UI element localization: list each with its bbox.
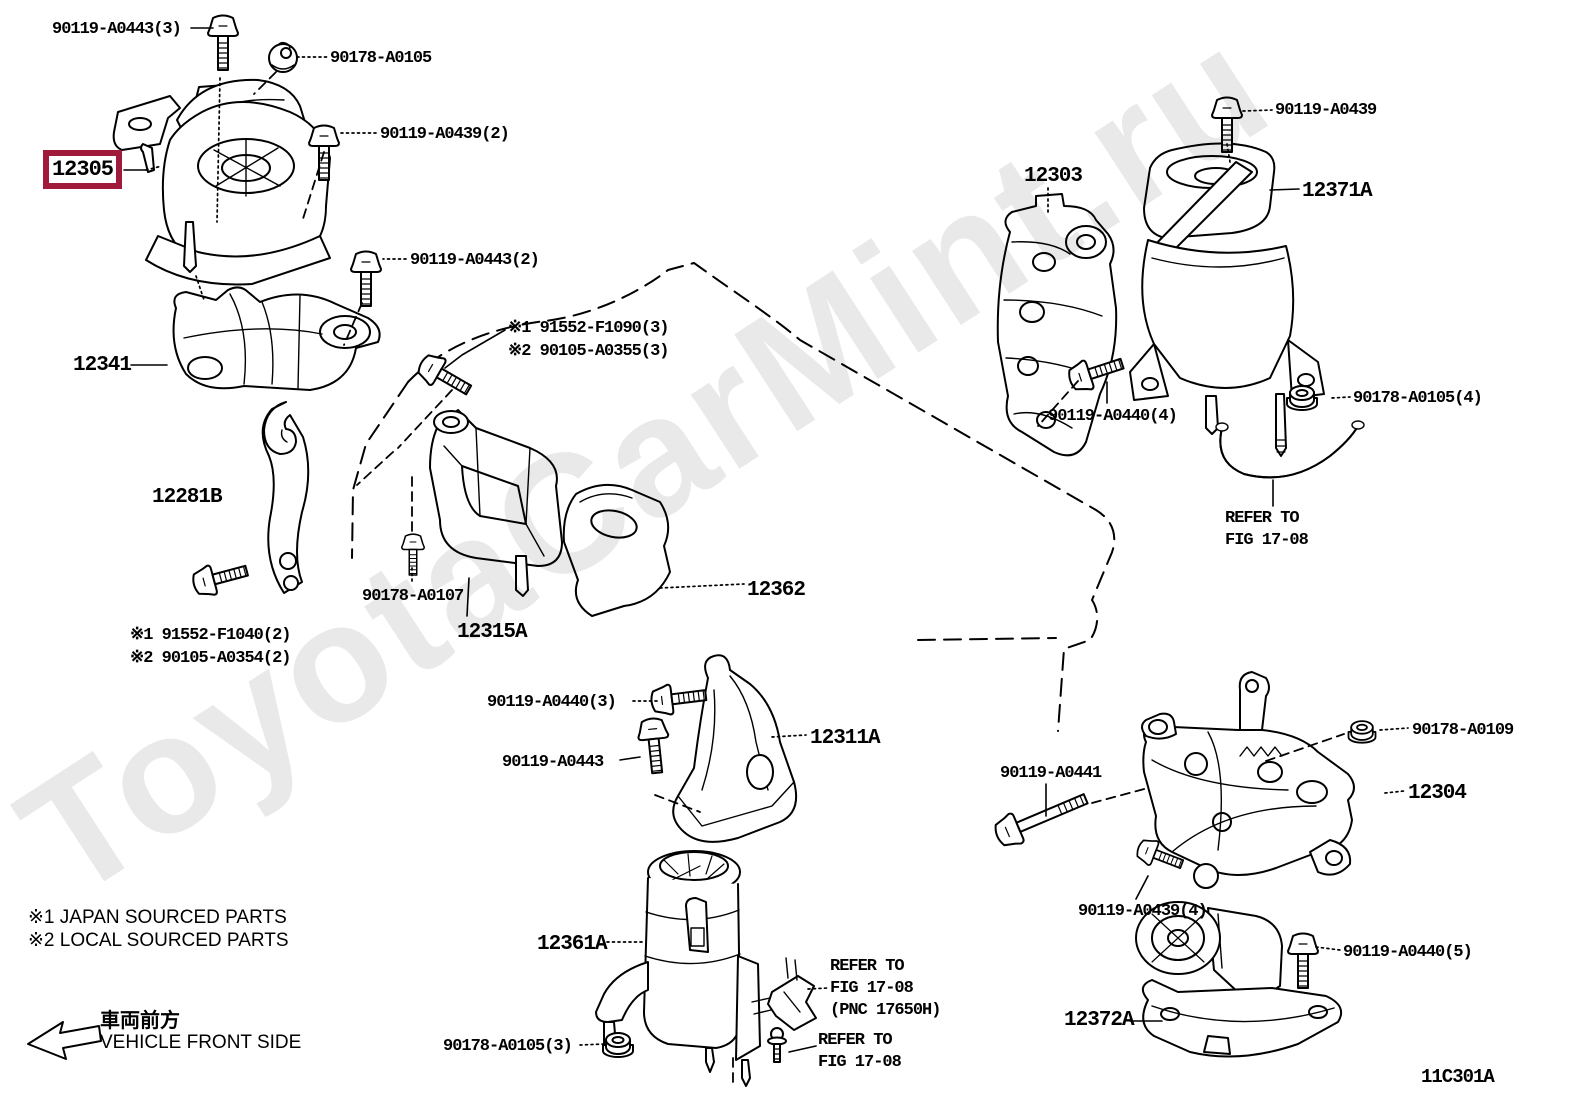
vehicle-front-en: VEHICLE FRONT SIDE [100, 1032, 302, 1053]
fastener-label-90119-A0440-3: 90119-A0440(3) [487, 693, 617, 712]
nut-icon [602, 1032, 634, 1058]
ref-line: FIG 17-08 [1225, 531, 1309, 550]
part-label-12303: 12303 [1024, 165, 1083, 188]
fastener-label-90178-A0105-3: 90178-A0105(3) [443, 1037, 573, 1056]
fastener-label-91552-F1040: ※1 91552-F1040(2) [130, 626, 291, 645]
bolt-icon [189, 555, 252, 601]
bolt-icon-long [990, 783, 1093, 852]
drawing-refer-bolt [767, 1027, 787, 1063]
ref-note-hose: REFER TO FIG 17-08 [1225, 508, 1309, 552]
fastener-label-90105-A0354: ※2 90105-A0354(2) [130, 649, 291, 668]
nut-icon [1286, 385, 1318, 411]
legend-note-1: ※1 JAPAN SOURCED PARTS [28, 907, 287, 928]
fastener-label-90119-A0439-2: 90119-A0439(2) [380, 125, 510, 144]
part-label-12281B: 12281B [152, 486, 223, 509]
bolt-icon [635, 716, 674, 776]
fastener-label-90178-A0105: 90178-A0105 [330, 49, 432, 68]
bolt-icon [412, 348, 478, 404]
part-label-12304: 12304 [1408, 782, 1467, 805]
legend-note-2: ※2 LOCAL SOURCED PARTS [28, 930, 289, 951]
part-label-12315A: 12315A [457, 621, 528, 644]
fastener-label-90119-A0443: 90119-A0443 [502, 753, 604, 772]
ref-line: REFER TO [1225, 509, 1300, 528]
nut-icon [1347, 720, 1377, 744]
drawing-12371A [1129, 142, 1325, 457]
part-label-12371A: 12371A [1302, 180, 1373, 203]
fastener-label-90178-A0107: 90178-A0107 [362, 587, 464, 606]
ref-line: REFER TO [830, 957, 905, 976]
ref-line: (PNC 17650H) [830, 1001, 941, 1020]
part-label-12341: 12341 [73, 354, 132, 377]
bolt-icon [648, 679, 709, 718]
drawing-vacuum-valve [751, 957, 817, 1031]
fastener-label-90119-A0440-5: 90119-A0440(5) [1343, 943, 1473, 962]
drawing-12315A [429, 409, 563, 597]
part-label-12362: 12362 [747, 579, 806, 602]
highlighted-part-box: 12305 [43, 150, 122, 189]
drawing-12311A [672, 654, 798, 843]
ref-line: REFER TO [818, 1031, 893, 1050]
drawing-12305 [112, 78, 331, 286]
fastener-label-90119-A0440-4: 90119-A0440(4) [1048, 407, 1178, 426]
drawing-12281B [261, 401, 310, 594]
fastener-label-90178-A0109: 90178-A0109 [1412, 721, 1514, 740]
bolt-icon [1287, 932, 1319, 989]
highlighted-part-code: 12305 [51, 157, 114, 182]
drawing-12372A [1135, 901, 1342, 1058]
drawing-12304 [1141, 671, 1355, 889]
ref-line: FIG 17-08 [818, 1053, 902, 1072]
fastener-label-91552-F1090: ※1 91552-F1090(3) [508, 319, 669, 338]
drawing-12362 [562, 483, 671, 617]
drawing-12361A [595, 850, 761, 1087]
bolt-icon [350, 250, 382, 307]
part-label-12311A: 12311A [810, 727, 881, 750]
fastener-label-90119-A0439: 90119-A0439 [1275, 101, 1377, 120]
part-label-12372A: 12372A [1064, 1009, 1135, 1032]
leader-lines [123, 27, 1409, 1087]
diagram-code: 11C301A [1421, 1066, 1495, 1088]
engine-outline [351, 262, 1116, 732]
fastener-label-90178-A0105-4: 90178-A0105(4) [1353, 389, 1483, 408]
vehicle-front-jp: 車両前方 [100, 1010, 180, 1032]
ref-line: FIG 17-08 [830, 979, 914, 998]
fastener-label-90105-A0355: ※2 90105-A0355(3) [508, 342, 669, 361]
part-label-12361A: 12361A [537, 933, 608, 956]
vehicle-front-arrow-icon [27, 1021, 102, 1060]
clip-nut-icon [268, 41, 298, 73]
fastener-label-90119-A0443-3: 90119-A0443(3) [52, 20, 182, 39]
fastener-label-90119-A0443-2: 90119-A0443(2) [410, 251, 540, 270]
bolt-icon [207, 14, 239, 71]
drawing-hose [1215, 420, 1365, 479]
ref-note-bolt: REFER TO FIG 17-08 [818, 1030, 902, 1074]
ref-note-valve: REFER TO FIG 17-08 (PNC 17650H) [830, 956, 941, 1022]
drawing-12341 [172, 286, 381, 391]
fastener-label-90119-A0439-4: 90119-A0439(4) [1078, 902, 1208, 921]
fastener-label-90119-A0441: 90119-A0441 [1000, 764, 1102, 783]
